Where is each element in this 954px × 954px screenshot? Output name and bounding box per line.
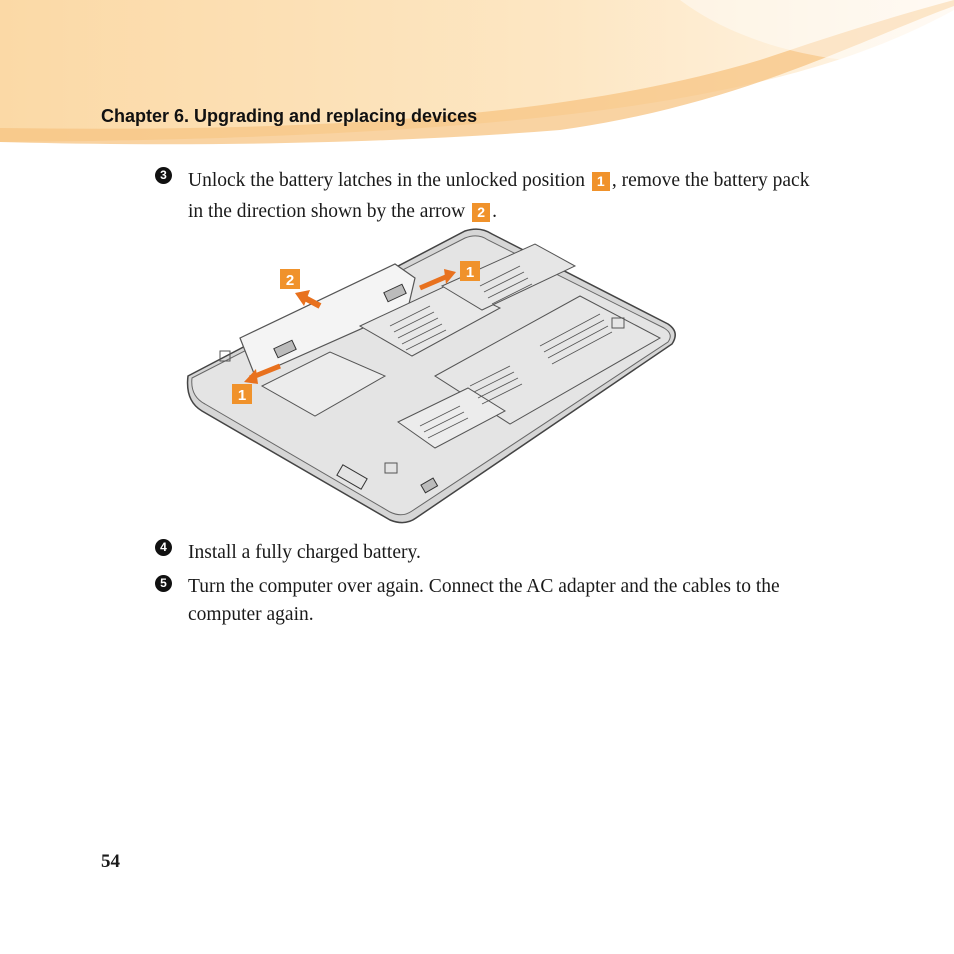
- step-text: Install a fully charged battery.: [188, 542, 421, 563]
- page-number: 54: [101, 851, 120, 872]
- callout-2: [280, 269, 300, 289]
- header-decoration: [0, 0, 954, 145]
- callout-badge-2: 2: [472, 203, 491, 223]
- step-number: 5: [155, 575, 172, 592]
- unlock-arrow: [419, 273, 449, 291]
- step-text: Turn the computer over again. Connect th…: [188, 576, 780, 625]
- callout-1-top-label: 1: [466, 264, 474, 281]
- chapter-title: Chapter 6. Upgrading and replacing devic…: [101, 106, 478, 126]
- step-text: Unlock the battery latches in the unlock…: [188, 170, 810, 223]
- remove-arrow: [303, 295, 322, 309]
- callout-badge-1: 1: [591, 172, 610, 192]
- step-number: 3: [155, 167, 172, 184]
- callout-1-top: [460, 261, 480, 281]
- laptop-battery-illustration: 2 1 1: [186, 228, 676, 524]
- callout-1-bottom-label: 1: [238, 387, 246, 404]
- callout-2-label: 2: [286, 272, 294, 289]
- callout-1-bottom: [232, 384, 252, 404]
- step-number: 4: [155, 539, 172, 556]
